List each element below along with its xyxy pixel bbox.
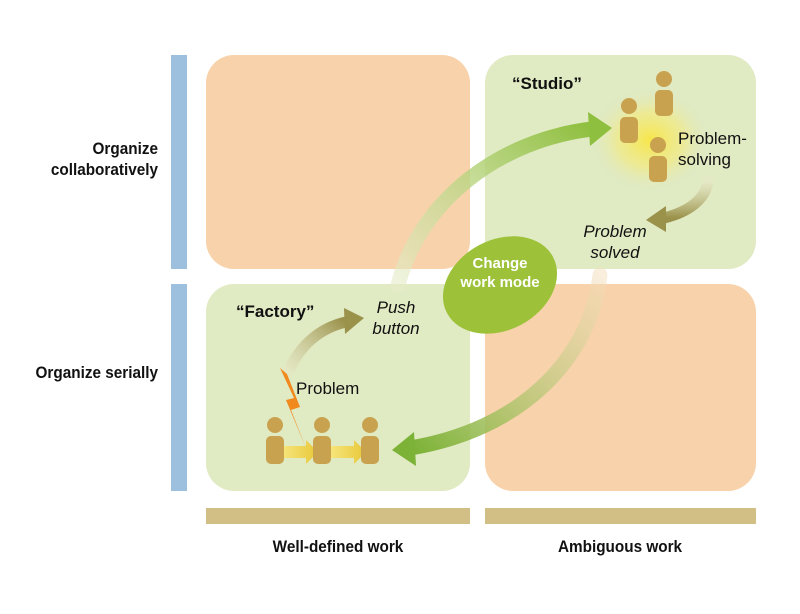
axis-bar-well-defined — [206, 508, 470, 524]
column-label-well-defined: Well-defined work — [272, 537, 404, 556]
factory-person-1 — [266, 417, 284, 464]
chain-arrow-2 — [331, 440, 366, 464]
arrow-to-factory — [402, 267, 608, 456]
factory-person-2 — [313, 417, 331, 464]
chain-arrow-1 — [283, 440, 318, 464]
axis-bar-serial — [171, 284, 187, 491]
collaboration-glow — [590, 88, 710, 192]
arrow-to-studio-head — [588, 112, 612, 146]
row-label-collaborative: Organize collaboratively — [50, 139, 158, 179]
studio-person-3 — [649, 137, 667, 182]
arrow-problem-to-push-head — [344, 308, 364, 334]
studio-person-1 — [620, 98, 638, 143]
lightning-bolt-icon — [280, 368, 306, 448]
arrow-to-factory-head — [392, 432, 416, 466]
arrow-problem-to-push — [282, 316, 352, 378]
arrow-to-studio — [390, 121, 600, 293]
row-label-serial: Organize serially — [35, 363, 158, 382]
studio-title: “Studio” — [512, 74, 582, 93]
arrow-solving-to-solved-head — [646, 206, 666, 232]
axis-bar-ambiguous — [485, 508, 756, 524]
problem-solved-label: Problem solved — [583, 222, 647, 262]
factory-title: “Factory” — [236, 302, 315, 321]
axis-bar-collaborative — [171, 55, 187, 269]
change-work-mode-oval — [442, 236, 558, 334]
factory-person-3 — [361, 417, 379, 464]
problem-solving-label: Problem-solving — [678, 129, 747, 169]
studio-person-2 — [655, 71, 673, 116]
column-label-ambiguous: Ambiguous work — [557, 537, 683, 556]
change-work-mode-label: Change work mode — [460, 255, 540, 291]
push-button-label: Push button — [372, 298, 420, 338]
problem-label: Problem — [296, 379, 360, 398]
arrow-solving-to-solved — [658, 176, 714, 224]
